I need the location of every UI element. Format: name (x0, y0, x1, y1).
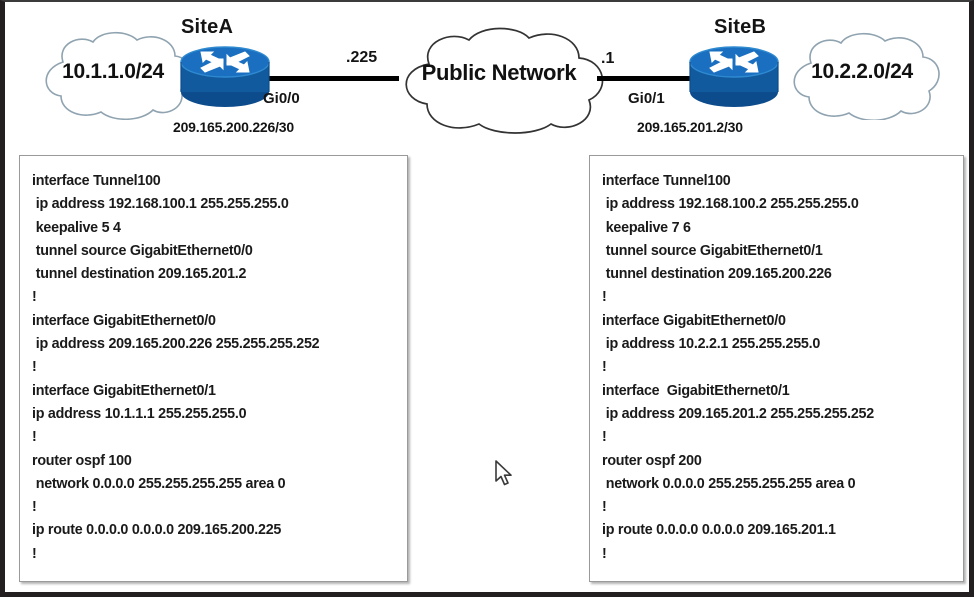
left-lan-cloud-label: 10.1.1.0/24 (62, 60, 164, 83)
config-site-a-line: ip address 209.165.200.226 255.255.255.2… (32, 336, 320, 353)
config-site-b-line: ip route 0.0.0.0 0.0.0.0 209.165.201.1 (602, 522, 836, 539)
config-site-a-line: tunnel destination 209.165.201.2 (32, 266, 247, 283)
config-site-a-line: ! (32, 499, 37, 516)
router-site-b-address: 209.165.201.2/30 (637, 119, 743, 135)
config-site-a-line: interface Tunnel100 (32, 173, 161, 189)
config-box-site-b: interface Tunnel100 ip address 192.168.1… (589, 155, 964, 582)
config-site-b-line: keepalive 7 6 (602, 219, 691, 236)
config-site-a-line: ! (32, 429, 37, 446)
router-site-a-address: 209.165.200.226/30 (173, 119, 294, 135)
public-network-cloud-label: Public Network (421, 60, 577, 85)
router-site-a-icon (180, 46, 270, 107)
router-site-b-icon (689, 46, 779, 107)
config-site-a-line: interface GigabitEthernet0/0 (32, 312, 216, 329)
config-site-b-line: ! (602, 429, 607, 446)
config-site-b-line: ip address 209.165.201.2 255.255.255.252 (602, 405, 874, 422)
config-site-b-line: tunnel source GigabitEthernet0/1 (602, 242, 823, 259)
config-site-a-line: network 0.0.0.0 255.255.255.255 area 0 (32, 475, 286, 492)
mouse-pointer-icon (495, 460, 512, 486)
config-site-a-line: ! (32, 359, 37, 376)
config-site-b-line: interface GigabitEthernet0/0 (602, 312, 786, 329)
config-site-b-line: ! (602, 359, 607, 376)
config-site-b-line: ip address 192.168.100.2 255.255.255.0 (602, 196, 859, 213)
right-lan-cloud-label: 10.2.2.0/24 (811, 60, 913, 83)
router-site-b-interface: Gi0/1 (628, 90, 665, 107)
config-site-a-line: tunnel source GigabitEthernet0/0 (32, 242, 253, 259)
config-site-b-line: ! (602, 545, 607, 562)
config-site-a-line: ! (32, 289, 37, 306)
config-site-b-line: network 0.0.0.0 255.255.255.255 area 0 (602, 475, 856, 492)
config-site-b-line: interface Tunnel100 (602, 173, 731, 189)
config-site-b-line: ! (602, 499, 607, 516)
link-public-to-site-b (597, 76, 697, 81)
config-site-a-line: ip address 192.168.100.1 255.255.255.0 (32, 196, 289, 213)
config-site-b-line: router ospf 200 (602, 452, 702, 469)
link-label-1: .1 (601, 50, 615, 67)
config-site-a-line: ! (32, 545, 37, 562)
router-site-b-name: SiteB (714, 16, 767, 38)
config-text-site-b: interface Tunnel100 ip address 192.168.1… (602, 170, 953, 566)
config-site-a-line: ip address 10.1.1.1 255.255.255.0 (32, 405, 247, 422)
public-network-cloud (405, 27, 604, 134)
config-site-b-line: tunnel destination 209.165.200.226 (602, 266, 832, 283)
config-site-b-line: interface GigabitEthernet0/1 (602, 382, 790, 399)
right-lan-cloud (793, 32, 940, 120)
link-site-a-to-public (263, 76, 399, 81)
config-site-a-line: interface GigabitEthernet0/1 (32, 382, 216, 399)
config-text-site-a: interface Tunnel100 ip address 192.168.1… (32, 170, 397, 566)
config-site-a-line: keepalive 5 4 (32, 219, 121, 236)
config-box-site-a: interface Tunnel100 ip address 192.168.1… (19, 155, 408, 582)
network-topology: 10.1.1.0/24 Public Network 10.2.2.0/24 (5, 2, 969, 152)
link-label-225: .225 (346, 49, 378, 66)
config-site-b-line: ! (602, 289, 607, 306)
config-site-b-line: ip address 10.2.2.1 255.255.255.0 (602, 336, 821, 353)
config-site-a-line: router ospf 100 (32, 452, 132, 469)
config-site-a-line: ip route 0.0.0.0 0.0.0.0 209.165.200.225 (32, 522, 282, 539)
router-site-a-interface: Gi0/0 (263, 90, 300, 107)
router-site-a-name: SiteA (181, 16, 234, 38)
